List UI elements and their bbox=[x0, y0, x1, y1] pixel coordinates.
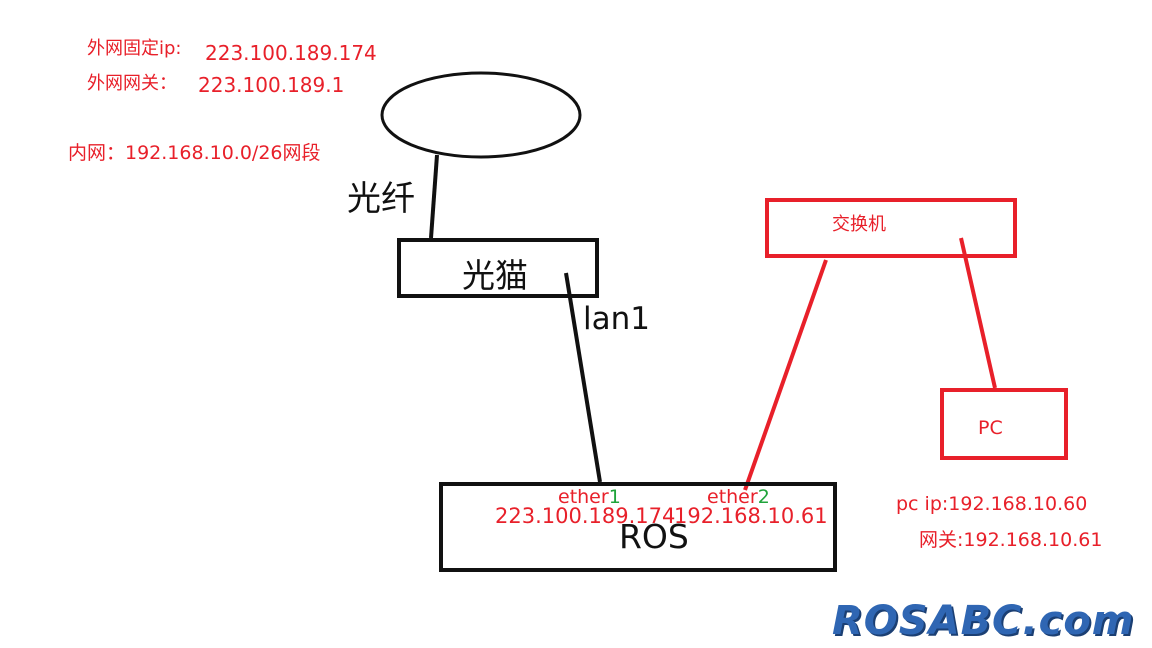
ether2-switch-line bbox=[743, 259, 828, 491]
pc-label: PC bbox=[978, 417, 1003, 439]
pc-box bbox=[940, 388, 1068, 460]
router-box bbox=[439, 482, 837, 572]
modem-label: 光猫 bbox=[462, 256, 528, 295]
lan1-label: lan1 bbox=[583, 301, 650, 337]
wan-gateway-label: 外网网关： bbox=[87, 73, 177, 94]
router-label: ROS bbox=[619, 517, 689, 556]
ether2-port-label: ether2 bbox=[707, 488, 770, 507]
ether1-number: 1 bbox=[608, 486, 621, 508]
ether1-port-label: ether1 bbox=[558, 488, 621, 507]
wan-gateway-value: 223.100.189.1 bbox=[198, 73, 345, 97]
rosabc-watermark-logo: ROSABC.com bbox=[832, 598, 1135, 644]
ether2-prefix: ether bbox=[707, 486, 758, 508]
ether1-ip: 223.100.189.174 bbox=[495, 504, 676, 528]
wan-ip-value: 223.100.189.174 bbox=[205, 41, 377, 65]
fiber-label: 光纤 bbox=[347, 179, 415, 219]
ether2-number: 2 bbox=[757, 486, 770, 508]
switch-label: 交换机 bbox=[832, 214, 886, 235]
switch-box bbox=[765, 198, 1017, 258]
ether1-prefix: ether bbox=[558, 486, 609, 508]
lan1-line bbox=[564, 272, 602, 483]
pc-ip-label: pc ip:192.168.10.60 bbox=[896, 493, 1088, 515]
fiber-line bbox=[429, 154, 439, 239]
modem-box bbox=[397, 238, 599, 298]
wan-ip-label: 外网固定ip: bbox=[87, 38, 182, 59]
ether2-ip: 192.168.10.61 bbox=[674, 504, 828, 528]
internet-cloud bbox=[380, 71, 582, 159]
pc-gateway-label: 网关:192.168.10.61 bbox=[919, 529, 1103, 551]
lan-subnet-label: 内网：192.168.10.0/26网段 bbox=[68, 142, 321, 164]
switch-pc-line bbox=[959, 237, 997, 389]
